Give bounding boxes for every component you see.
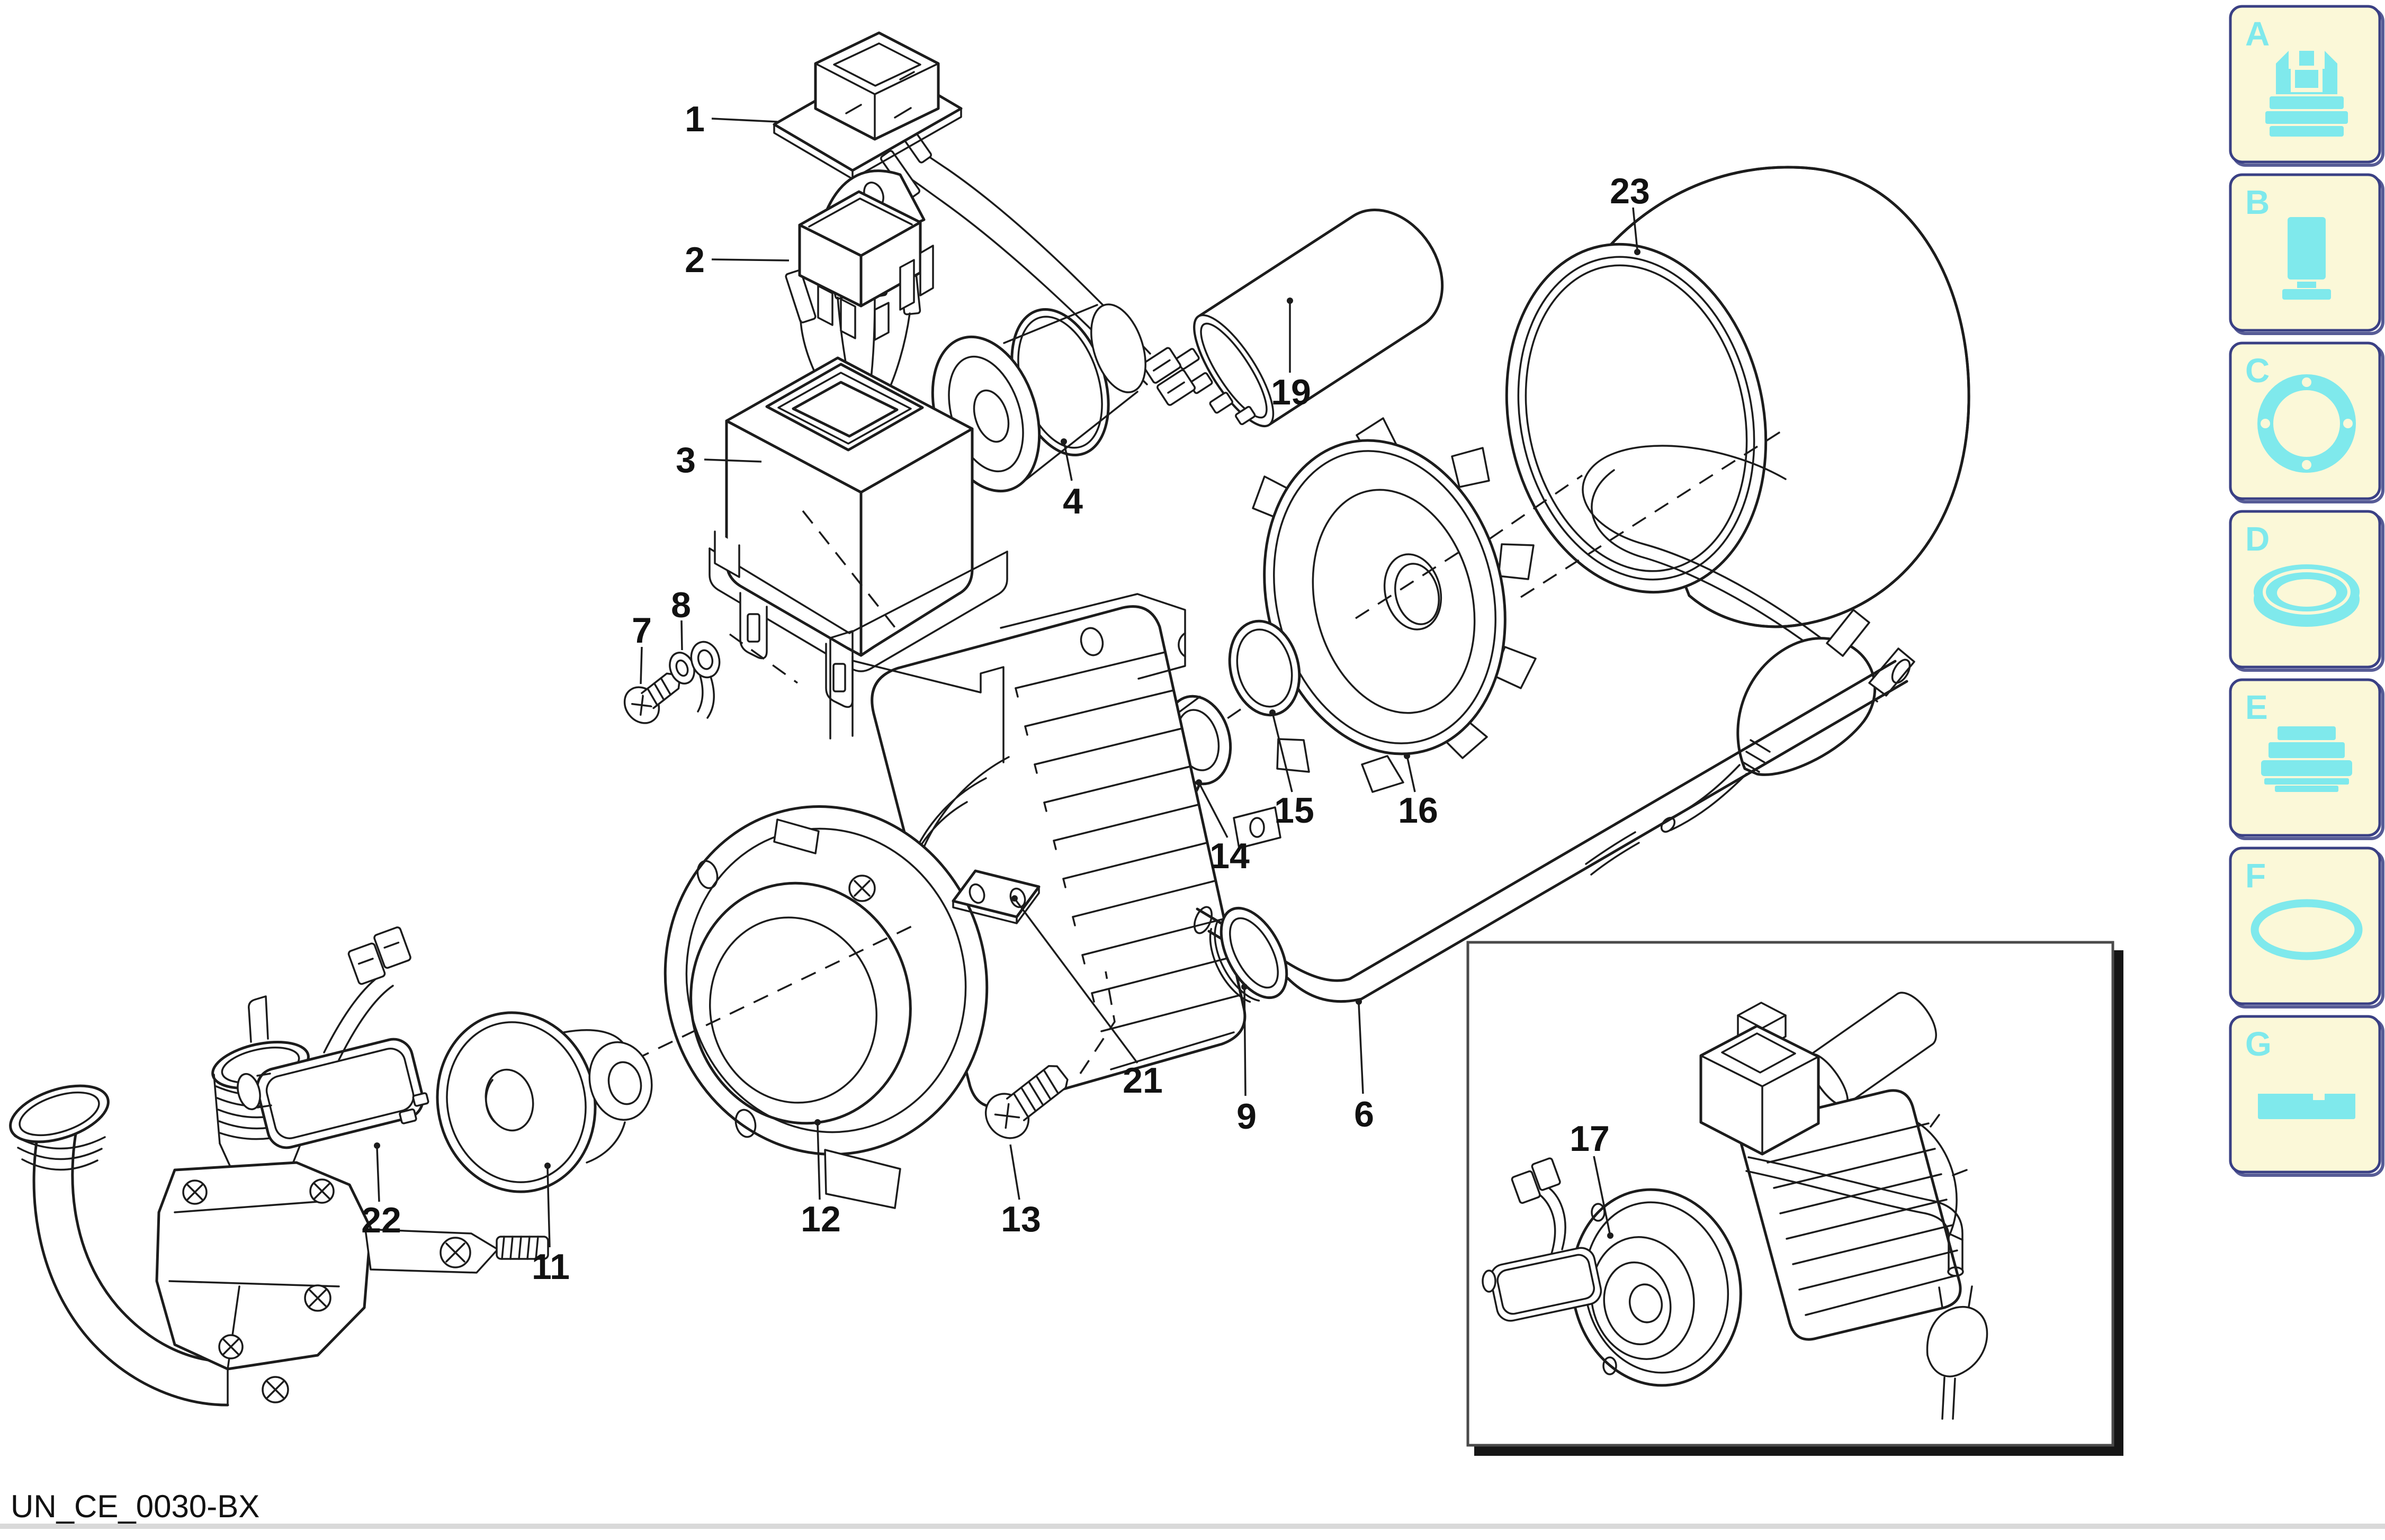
- drawing-code: UN_CE_0030-BX: [11, 1489, 259, 1524]
- part-labels: 1 2 3 4 6 7 8 9 11 12 13 14 15 16 17 19: [361, 99, 1650, 1287]
- switch-cover-icon: [2265, 51, 2348, 137]
- part-label-21: 21: [1123, 1060, 1163, 1101]
- part-electric-box: [237, 926, 429, 1149]
- part-label-14: 14: [1209, 836, 1250, 876]
- part-clamp-plate: [952, 869, 1041, 924]
- seal-ring-icon: [2254, 564, 2360, 627]
- part-label-6: 6: [1354, 1094, 1374, 1134]
- part-label-22: 22: [361, 1200, 401, 1240]
- part-motor-stator: [634, 593, 1281, 1209]
- footer-divider: [0, 1524, 2385, 1529]
- stepped-grommet-icon: [2261, 726, 2352, 792]
- part-grommet: [1209, 906, 1288, 1003]
- construction-line: [729, 633, 799, 684]
- part-label-1: 1: [685, 99, 705, 139]
- part-label-13: 13: [1001, 1199, 1041, 1239]
- legend-sidebar: A B C: [2229, 5, 2384, 1177]
- pump-valve-assembly: [9, 1040, 549, 1407]
- legend-letter-d: D: [2245, 520, 2270, 558]
- part-switch-cover: [773, 31, 963, 180]
- flange-ring-icon: [2257, 374, 2356, 473]
- inset-assembled-unit: [1482, 992, 1988, 1420]
- part-label-19: 19: [1271, 372, 1311, 412]
- o-ring-icon: [2250, 899, 2363, 960]
- part-rocker-switch: [798, 169, 934, 341]
- capacitor-connector: [1142, 347, 1196, 406]
- part-screw-7-washer-8: [623, 641, 721, 724]
- part-fan-wheel: [1233, 417, 1537, 793]
- part-screw-13: [984, 971, 1116, 1139]
- part-housing-shell: [1501, 166, 1970, 628]
- part-o-ring-15: [1228, 619, 1301, 717]
- part-terminal-box: [709, 244, 1008, 708]
- part-label-4: 4: [1063, 481, 1083, 521]
- legend-letter-f: F: [2245, 857, 2266, 895]
- part-label-11: 11: [532, 1247, 570, 1287]
- legend-panel-b[interactable]: B: [2229, 173, 2384, 335]
- legend-letter-b: B: [2245, 183, 2270, 221]
- part-hose: [1194, 659, 1911, 1003]
- part-label-3: 3: [676, 440, 696, 480]
- inset-shadow-bottom: [1474, 1446, 2123, 1456]
- part-label-23: 23: [1610, 171, 1650, 211]
- capacitor-icon: [2282, 217, 2331, 300]
- legend-panel-e[interactable]: E: [2229, 678, 2384, 840]
- legend-letter-e: E: [2245, 688, 2268, 726]
- part-label-17: 17: [1570, 1119, 1610, 1159]
- part-label-15: 15: [1274, 790, 1314, 831]
- legend-panel-c[interactable]: C: [2229, 341, 2384, 503]
- inset-detail-box: [1466, 941, 2123, 1456]
- legend-panel-a[interactable]: A: [2229, 5, 2384, 167]
- inset-shadow-right: [2114, 950, 2123, 1454]
- legend-letter-c: C: [2245, 352, 2270, 390]
- key-bar-icon: [2258, 1094, 2355, 1119]
- part-label-8: 8: [671, 585, 691, 625]
- part-label-9: 9: [1236, 1096, 1257, 1137]
- part-label-7: 7: [632, 610, 652, 651]
- legend-letter-a: A: [2245, 15, 2270, 53]
- legend-panel-f[interactable]: F: [2229, 846, 2384, 1008]
- legend-panel-g[interactable]: G: [2229, 1015, 2384, 1177]
- legend-letter-g: G: [2245, 1025, 2272, 1063]
- mains-plug: [1736, 637, 1877, 776]
- part-label-12: 12: [801, 1199, 841, 1239]
- part-label-2: 2: [685, 240, 705, 280]
- part-label-16: 16: [1398, 790, 1438, 831]
- legend-panel-d[interactable]: D: [2229, 510, 2384, 672]
- part-bearing-cone: [436, 1011, 653, 1193]
